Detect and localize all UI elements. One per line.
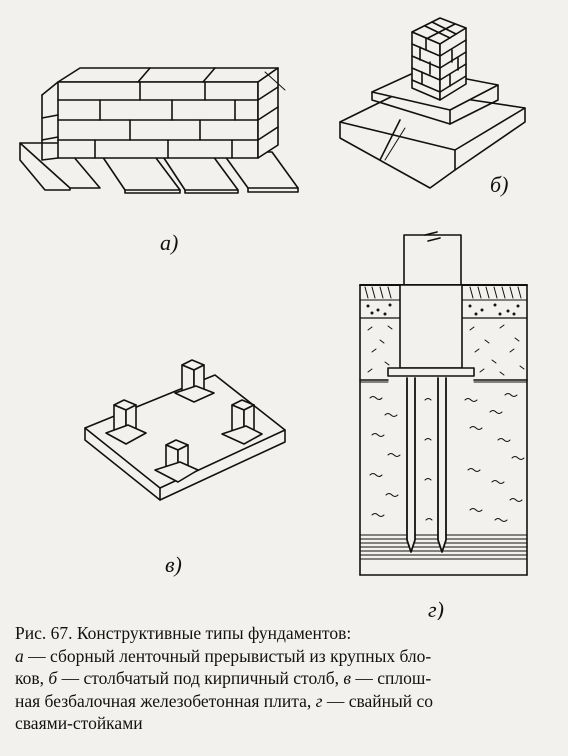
caption-text-a-cont: ков, <box>15 668 49 688</box>
foundation-types-figure: а) <box>0 0 568 622</box>
column-above-ground <box>404 235 461 285</box>
label-v: в) <box>165 552 182 577</box>
column-in-ground <box>400 285 462 368</box>
caption-letter-g: г <box>315 690 323 711</box>
solid-slab-foundation-drawing <box>85 360 285 500</box>
caption-text-g-cont: сваями-стойками <box>15 713 143 733</box>
pile-cap <box>388 368 474 376</box>
column-foundation-drawing <box>340 18 525 188</box>
figure-caption: Рис. 67. Конструктивные типы фундаментов… <box>15 622 560 735</box>
brick-pillar <box>412 18 466 100</box>
caption-letter-b: б <box>48 668 58 688</box>
caption-text-g: — свайный со <box>322 690 434 711</box>
sand-layer <box>360 304 527 318</box>
label-b: б) <box>490 172 508 197</box>
weak-soil-layer <box>370 394 524 522</box>
caption-letter-a: а <box>15 645 24 666</box>
caption-line-4: сваями-стойками <box>15 712 560 735</box>
slab-columns <box>106 360 262 482</box>
pile-foundation-section <box>360 232 527 575</box>
caption-text-v-cont: ная безбалочная железобетонная плита, <box>15 690 316 711</box>
piles <box>407 378 446 552</box>
caption-line-3: ная безбалочная железобетонная плита, г … <box>15 690 560 713</box>
label-a: а) <box>160 230 178 255</box>
caption-line-1: а — сборный ленточный прерывистый из кру… <box>15 645 560 668</box>
topsoil-layer <box>360 287 527 300</box>
caption-text-a: — сборный ленточный прерывистый из крупн… <box>23 645 432 666</box>
strip-block-foundation-drawing <box>20 68 298 193</box>
caption-letter-v: в <box>343 668 351 688</box>
caption-text-v: — сплош- <box>351 668 432 688</box>
caption-text-b: — столбчатый под кирпичный столб, <box>57 668 344 688</box>
label-g: г) <box>428 597 444 620</box>
loam-layer <box>368 325 524 375</box>
foundation-pads <box>20 143 298 193</box>
block-wall <box>42 68 285 160</box>
caption-line-2: ков, б — столбчатый под кирпичный столб,… <box>15 667 560 690</box>
caption-title: Рис. 67. Конструктивные типы фундаментов… <box>15 623 352 643</box>
